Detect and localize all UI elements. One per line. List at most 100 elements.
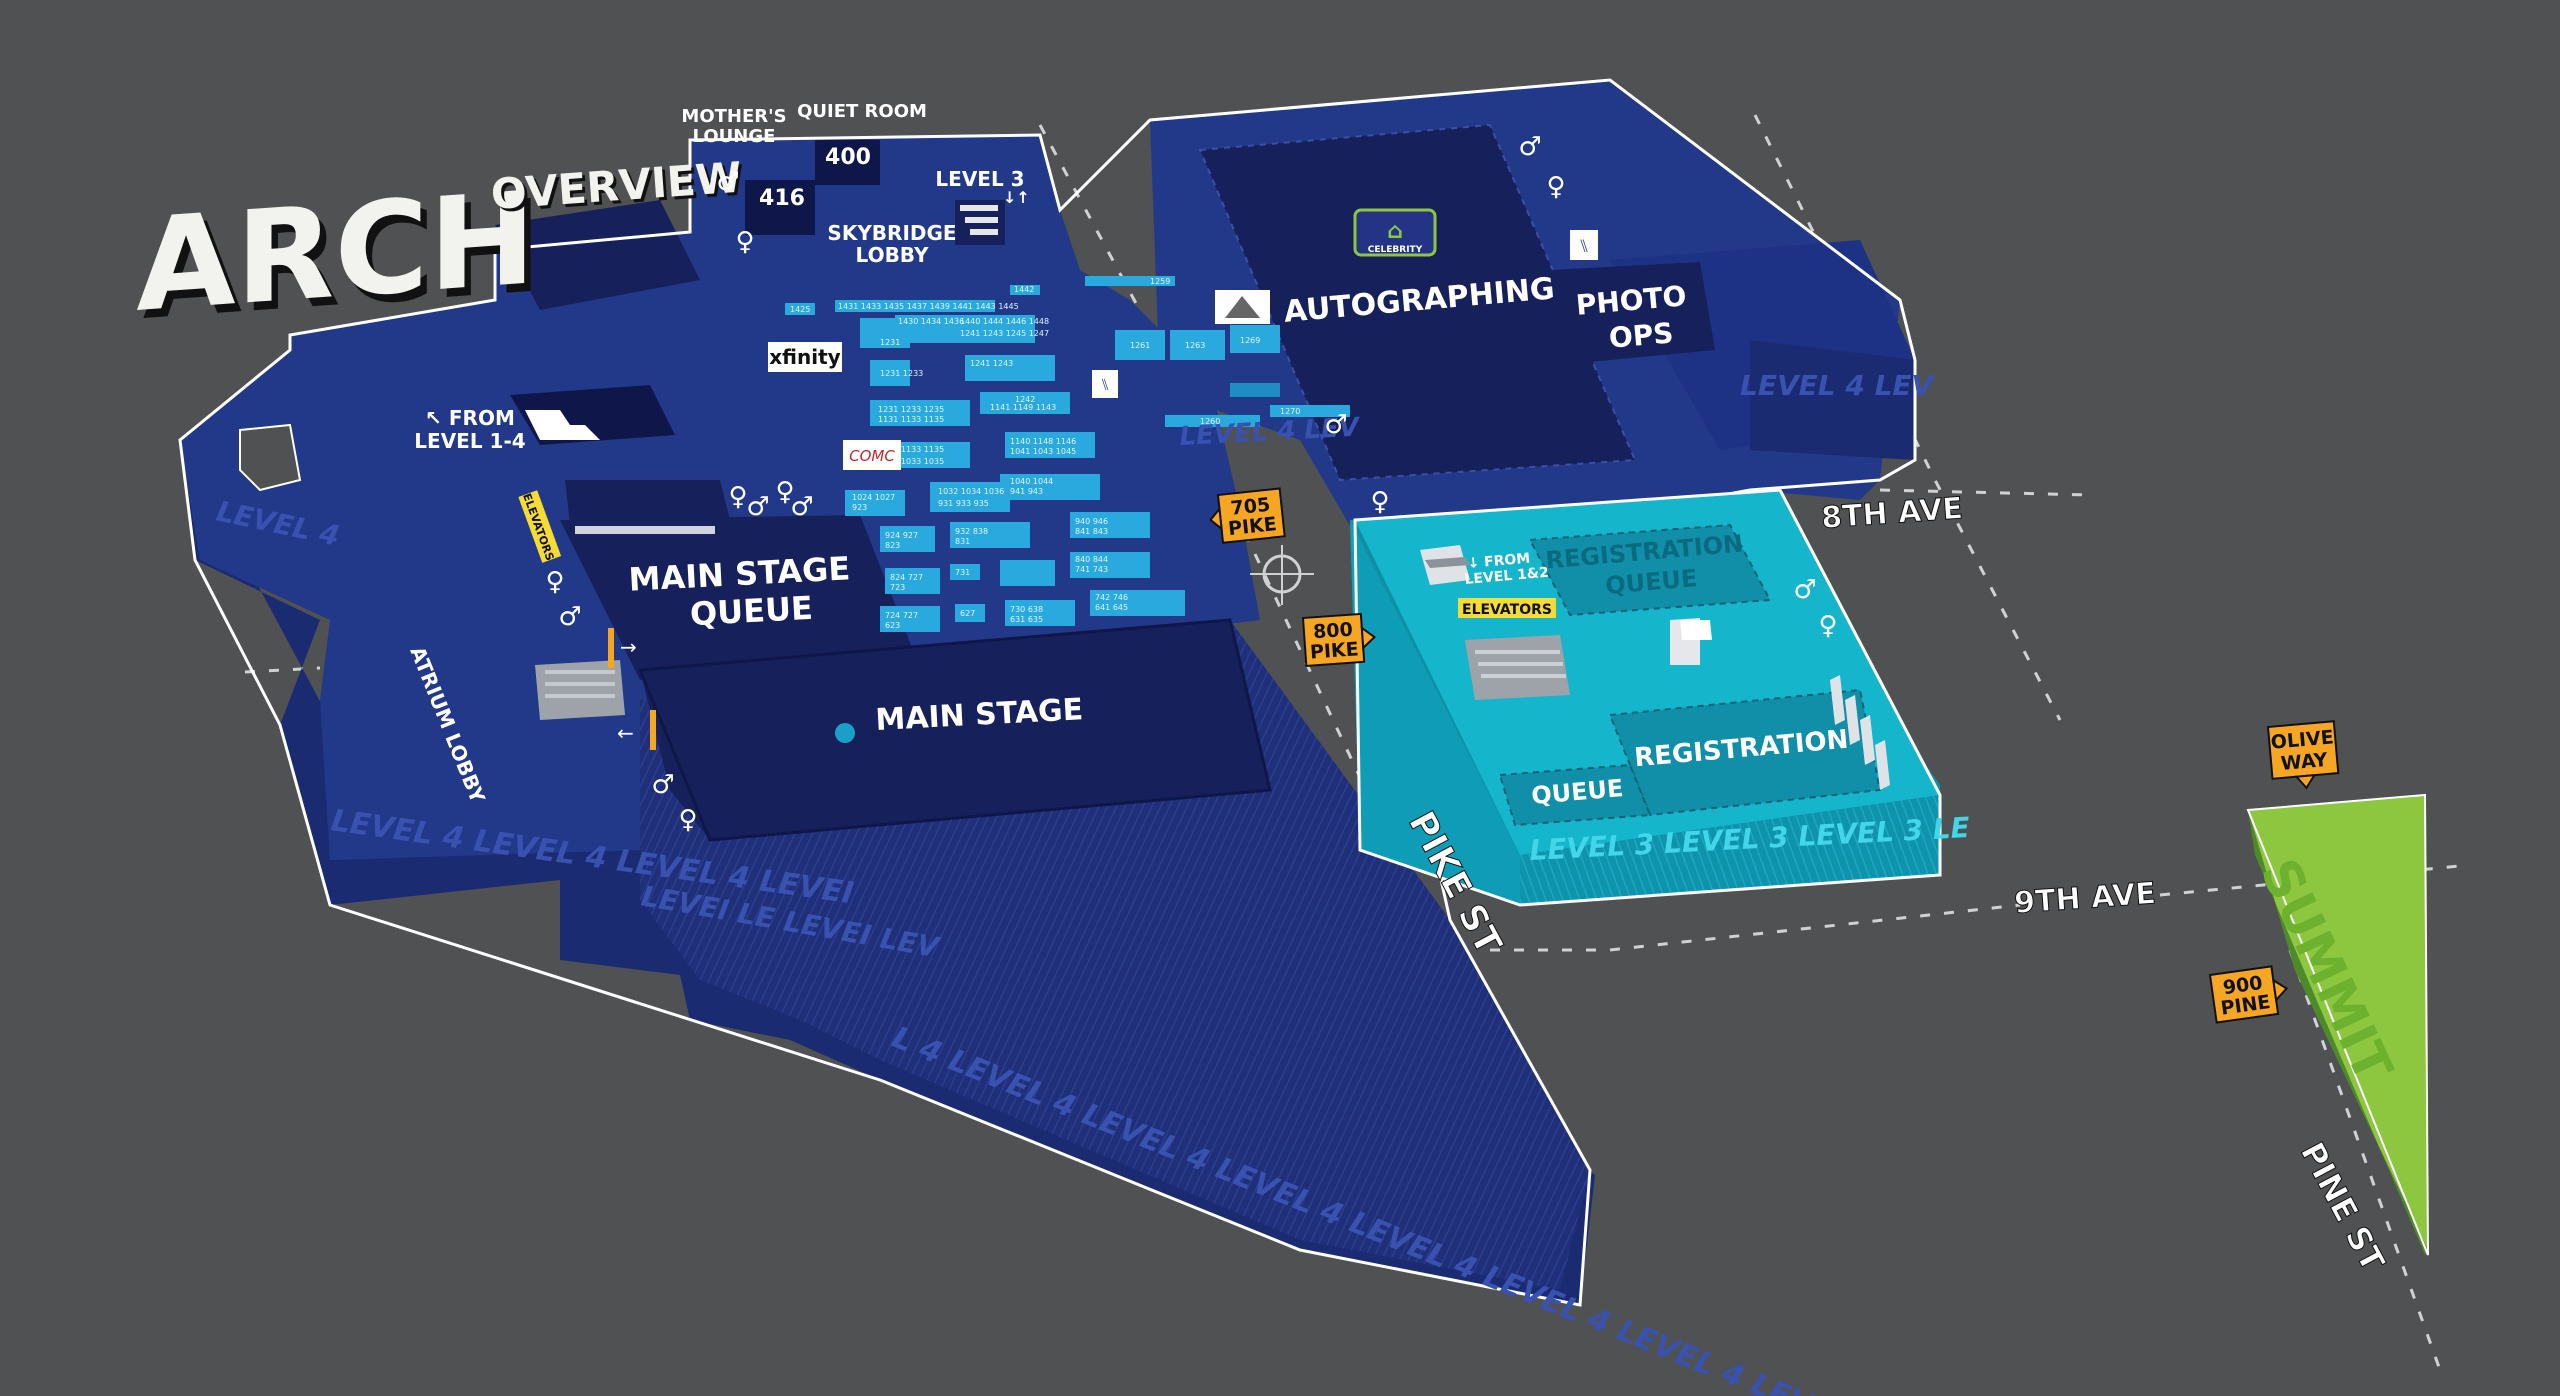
xfinity-logo-box [768, 342, 842, 372]
mothers-lounge-label-1: MOTHER'S [681, 106, 786, 127]
restroom-men-icon: ♂ [716, 167, 739, 197]
title-arch: ARCH [136, 165, 536, 341]
wall-level4-right: LEVEL 4 LEV [1740, 369, 1936, 402]
level3-stairs [955, 200, 1005, 245]
room-400: 400 [825, 145, 871, 170]
booth-numbers: 1425 1431 1433 1435 1437 1439 1441 1443 … [790, 277, 1300, 630]
food-icon: ⑊ [1579, 236, 1590, 257]
svg-text:823: 823 [885, 541, 900, 550]
skybridge-lobby-2: LOBBY [856, 243, 929, 267]
svg-text:⌂: ⌂ [1387, 219, 1403, 244]
tag-olive-way: OLIVE WAY [2266, 720, 2340, 790]
svg-text:705: 705 [1230, 494, 1272, 520]
restroom-men-icon: ♂ [558, 602, 581, 632]
svg-text:1141 1149 1143: 1141 1149 1143 [990, 403, 1056, 412]
svg-text:931 933 935: 931 933 935 [938, 499, 989, 508]
svg-text:1131 1133 1135: 1131 1133 1135 [878, 445, 944, 454]
title-arch-shadow: ARCH [143, 173, 543, 349]
svg-text:1425: 1425 [790, 305, 810, 314]
arrow-left-icon: ← [617, 721, 634, 745]
svg-text:1242: 1242 [1015, 395, 1035, 404]
svg-text:1431 1433 1435 1437 1439 1441: 1431 1433 1435 1437 1439 1441 1443 1445 [838, 302, 1019, 311]
from-level-1-2-b: LEVEL 1&2 [1464, 565, 1549, 588]
svg-text:1140 1148 1146: 1140 1148 1146 [1010, 437, 1076, 446]
elevators-right-label: ELEVATORS [1462, 602, 1552, 618]
from-level-stairs [510, 385, 675, 445]
photo-ops-2: OPS [1608, 316, 1675, 354]
svg-text:1241 1243 1245 1247: 1241 1243 1245 1247 [960, 329, 1049, 338]
main-stage-icon [835, 723, 855, 743]
svg-text:940 946: 940 946 [1075, 517, 1108, 526]
restroom-men-icon: ♂ [1793, 575, 1816, 605]
svg-text:1231 1233 1235: 1231 1233 1235 [878, 405, 944, 414]
svg-text:1261: 1261 [1130, 341, 1150, 350]
restroom-men-icon: ♂ [1324, 410, 1347, 440]
svg-text:641 645: 641 645 [1095, 603, 1128, 612]
comcast-logo: COMC [849, 447, 895, 465]
svg-text:1040 1044: 1040 1044 [1010, 477, 1053, 486]
tag-800-pike: 800 PIKE [1301, 612, 1377, 667]
summit-building [2246, 793, 2429, 1256]
svg-text:1270: 1270 [1280, 407, 1300, 416]
svg-text:932 838: 932 838 [955, 527, 988, 536]
svg-text:1260: 1260 [1200, 417, 1220, 426]
restroom-men-icon: ♂ [1518, 132, 1541, 162]
svg-text:1032 1034 1036: 1032 1034 1036 [938, 487, 1004, 496]
left-hook [239, 423, 302, 492]
svg-text:824 727: 824 727 [890, 573, 923, 582]
svg-text:924 927: 924 927 [885, 531, 918, 540]
svg-text:923: 923 [852, 503, 867, 512]
svg-text:831: 831 [955, 537, 970, 546]
restroom-women-icon: ♀ [1818, 611, 1837, 641]
comcast-logo-box [843, 440, 901, 470]
amenity-icons: ♂ ♀ ♀ ♂ ♀ ♂ ♀ ♂ ♂ ♀ ♂ ♀ ♂ ♀ ♂ ♀ ⑊ ⑊ → ← [545, 132, 1837, 835]
svg-text:627: 627 [960, 609, 975, 618]
photo-sponsor-logo [1225, 296, 1260, 318]
restroom-men-icon: ♂ [651, 770, 674, 800]
svg-text:1041 1043 1045: 1041 1043 1045 [1010, 447, 1076, 456]
main-stage-queue-2: QUEUE [689, 589, 814, 633]
tag-705-pike: 705 PIKE [1209, 487, 1286, 544]
address-tags: 705 PIKE 800 PIKE OLIVE WAY 900 PINE [1209, 487, 2340, 1024]
level3-stairs-label: LEVEL 3 [935, 167, 1024, 191]
xfinity-logo: xfinity [769, 345, 840, 369]
tag-900-pine: 900 PINE [2208, 965, 2289, 1024]
svg-text:1430 1434 1436: 1430 1434 1436 [898, 317, 964, 326]
svg-text:900: 900 [2222, 972, 2264, 999]
arrow-right-icon: → [620, 635, 637, 659]
svg-text:1131 1133 1135: 1131 1133 1135 [878, 415, 944, 424]
svg-text:941 943: 941 943 [1010, 487, 1043, 496]
restroom-women-icon: ♀ [678, 805, 697, 835]
restroom-men-icon: ♂ [746, 492, 769, 522]
svg-text:OLIVE: OLIVE [2270, 726, 2335, 753]
restroom-women-icon: ♀ [1546, 172, 1565, 202]
svg-text:PIKE: PIKE [1309, 638, 1359, 663]
svg-text:724 727: 724 727 [885, 611, 918, 620]
restroom-women-icon: ♀ [735, 227, 754, 257]
from-level-1-2-a: ↓ FROM [1467, 551, 1531, 572]
restroom-women-icon: ♀ [775, 477, 794, 507]
svg-text:1442: 1442 [1014, 285, 1034, 294]
restroom-women-icon: ♀ [1370, 487, 1389, 517]
svg-text:WAY: WAY [2280, 749, 2329, 775]
room-416: 416 [759, 186, 805, 211]
svg-text:841 843: 841 843 [1075, 527, 1108, 536]
booth-grid [785, 276, 1350, 632]
level3-building [1350, 488, 1942, 907]
svg-text:631 635: 631 635 [1010, 615, 1043, 624]
level3-stairs-arrows: ↓↑ [1003, 188, 1030, 207]
svg-text:1231 1233: 1231 1233 [880, 369, 923, 378]
svg-text:800: 800 [1312, 619, 1353, 644]
svg-text:1241 1243: 1241 1243 [970, 359, 1013, 368]
svg-text:723: 723 [890, 583, 905, 592]
restroom-men-icon: ♂ [790, 492, 813, 522]
street-9th-ave: 9TH AVE [2013, 876, 2157, 921]
autographing-zone [1198, 123, 1715, 482]
mothers-lounge-label-2: LOUNGE [693, 126, 776, 147]
restroom-women-icon: ♀ [545, 567, 564, 597]
from-level-1-4-a: ↖ FROM [425, 406, 515, 430]
svg-text:730 638: 730 638 [1010, 605, 1043, 614]
svg-text:PIKE: PIKE [1227, 513, 1278, 540]
svg-text:1231: 1231 [880, 338, 900, 347]
